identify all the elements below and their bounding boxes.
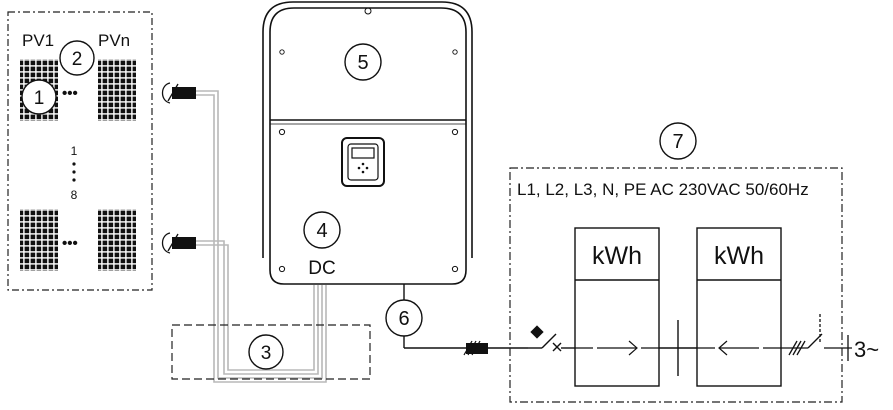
grid-connection-boundary xyxy=(509,167,843,403)
string-range-end: 8 xyxy=(71,188,78,202)
grid-switch xyxy=(781,314,852,361)
callout-label-2: 2 xyxy=(72,49,83,70)
callout-label-1: 1 xyxy=(34,88,45,109)
callout-circle-2 xyxy=(59,40,95,76)
pv-panel-bottom-right xyxy=(98,209,136,271)
inverter-display-panel xyxy=(341,137,385,187)
grid-connection-group: 7 L1, L2, L3, N, PE AC 230VAC 50/60Hz kW… xyxy=(509,122,879,403)
callout-circle-6 xyxy=(385,299,423,337)
grid-spec-label: L1, L2, L3, N, PE AC 230VAC 50/60Hz xyxy=(517,180,809,199)
callout-circle-4 xyxy=(303,211,341,249)
pvn-label: PVn xyxy=(98,31,130,50)
meter-2-label: kWh xyxy=(714,242,764,270)
dc-label: DC xyxy=(308,258,335,279)
callout-label-5: 5 xyxy=(357,52,368,74)
callout-circle-3 xyxy=(248,334,284,370)
dc-cables xyxy=(196,90,327,383)
pv-panel-top-right xyxy=(98,59,136,121)
meter-1-label: kWh xyxy=(592,242,642,270)
callout-label-7: 7 xyxy=(672,131,683,153)
callout-label-3: 3 xyxy=(261,343,272,364)
export-arrow-icon xyxy=(628,340,638,356)
inverter: 5 4 DC xyxy=(262,1,473,285)
callout-circle-1 xyxy=(21,79,57,115)
dc-connector-top xyxy=(161,82,196,104)
meter-2: kWh xyxy=(696,227,782,387)
three-phase-label: 3~ xyxy=(854,337,879,362)
meter-link xyxy=(659,320,697,376)
range-dot xyxy=(72,162,76,166)
component-3-boundary xyxy=(171,324,371,380)
ac-breaker xyxy=(528,325,575,352)
import-arrow-icon xyxy=(718,340,728,356)
callout-circle-5 xyxy=(344,43,382,81)
callout-circle-7 xyxy=(659,122,697,160)
pv-ellipsis-top: ••• xyxy=(62,85,78,102)
pv-array-group: PV1 PVn ••• ••• 1 8 1 2 xyxy=(7,11,153,291)
range-dot xyxy=(72,170,76,174)
range-dot xyxy=(72,178,76,182)
pv-array-boundary xyxy=(7,11,153,291)
string-range-start: 1 xyxy=(71,144,78,158)
callout-label-6: 6 xyxy=(398,308,409,330)
pv1-label: PV1 xyxy=(22,31,54,50)
callout-label-4: 4 xyxy=(316,220,327,242)
meter-1: kWh xyxy=(574,227,660,387)
dc-connector-bottom xyxy=(161,232,196,254)
pv-ellipsis-bottom: ••• xyxy=(62,235,78,252)
pv-panel-bottom-left xyxy=(20,209,58,271)
